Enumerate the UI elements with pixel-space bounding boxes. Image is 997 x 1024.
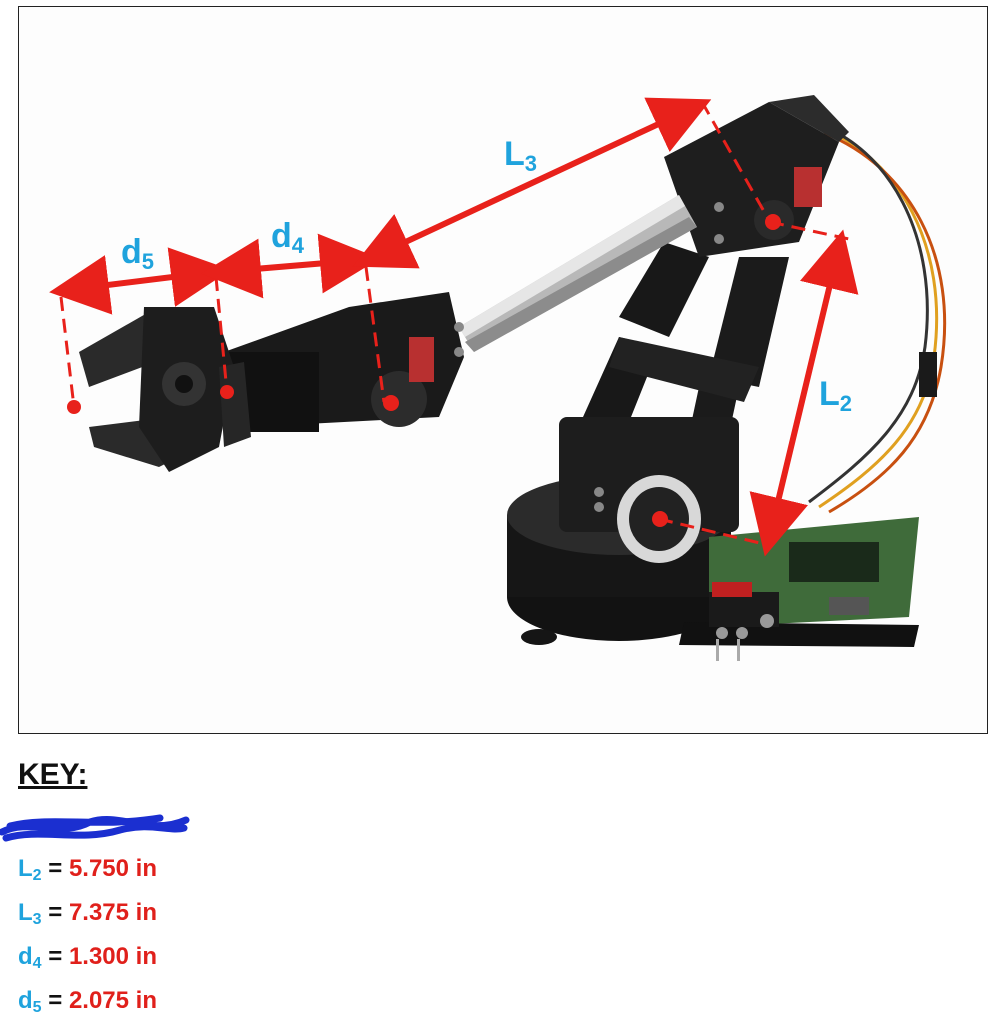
label-l2: L2 bbox=[819, 375, 853, 416]
control-board bbox=[679, 517, 919, 661]
l3-arrow bbox=[352, 97, 712, 269]
key-row-d5: d5 = 2.075 in bbox=[18, 987, 157, 1016]
key-row-l2: L2 = 5.750 in bbox=[18, 855, 157, 884]
wire-bundle bbox=[808, 121, 947, 514]
robot-arm-figure: d5 d4 L3 L2 bbox=[18, 6, 988, 734]
wrist-servo bbox=[224, 292, 464, 432]
label-d4: d4 bbox=[271, 217, 305, 258]
key-row-l3: L3 = 7.375 in bbox=[18, 899, 157, 928]
label-d5: d5 bbox=[121, 233, 155, 274]
joint-markers bbox=[67, 214, 781, 527]
l2-arrow bbox=[749, 229, 859, 557]
redacted-scribble bbox=[0, 814, 190, 842]
gripper bbox=[79, 307, 251, 472]
d5-arrow bbox=[49, 247, 231, 315]
dimension-arrows bbox=[49, 97, 859, 557]
key-title: KEY: bbox=[18, 758, 88, 791]
robot-arm-drawing bbox=[49, 95, 947, 661]
label-l3: L3 bbox=[504, 135, 538, 176]
key-row-d4: d4 = 1.300 in bbox=[18, 943, 157, 972]
d4-arrow bbox=[201, 233, 380, 299]
